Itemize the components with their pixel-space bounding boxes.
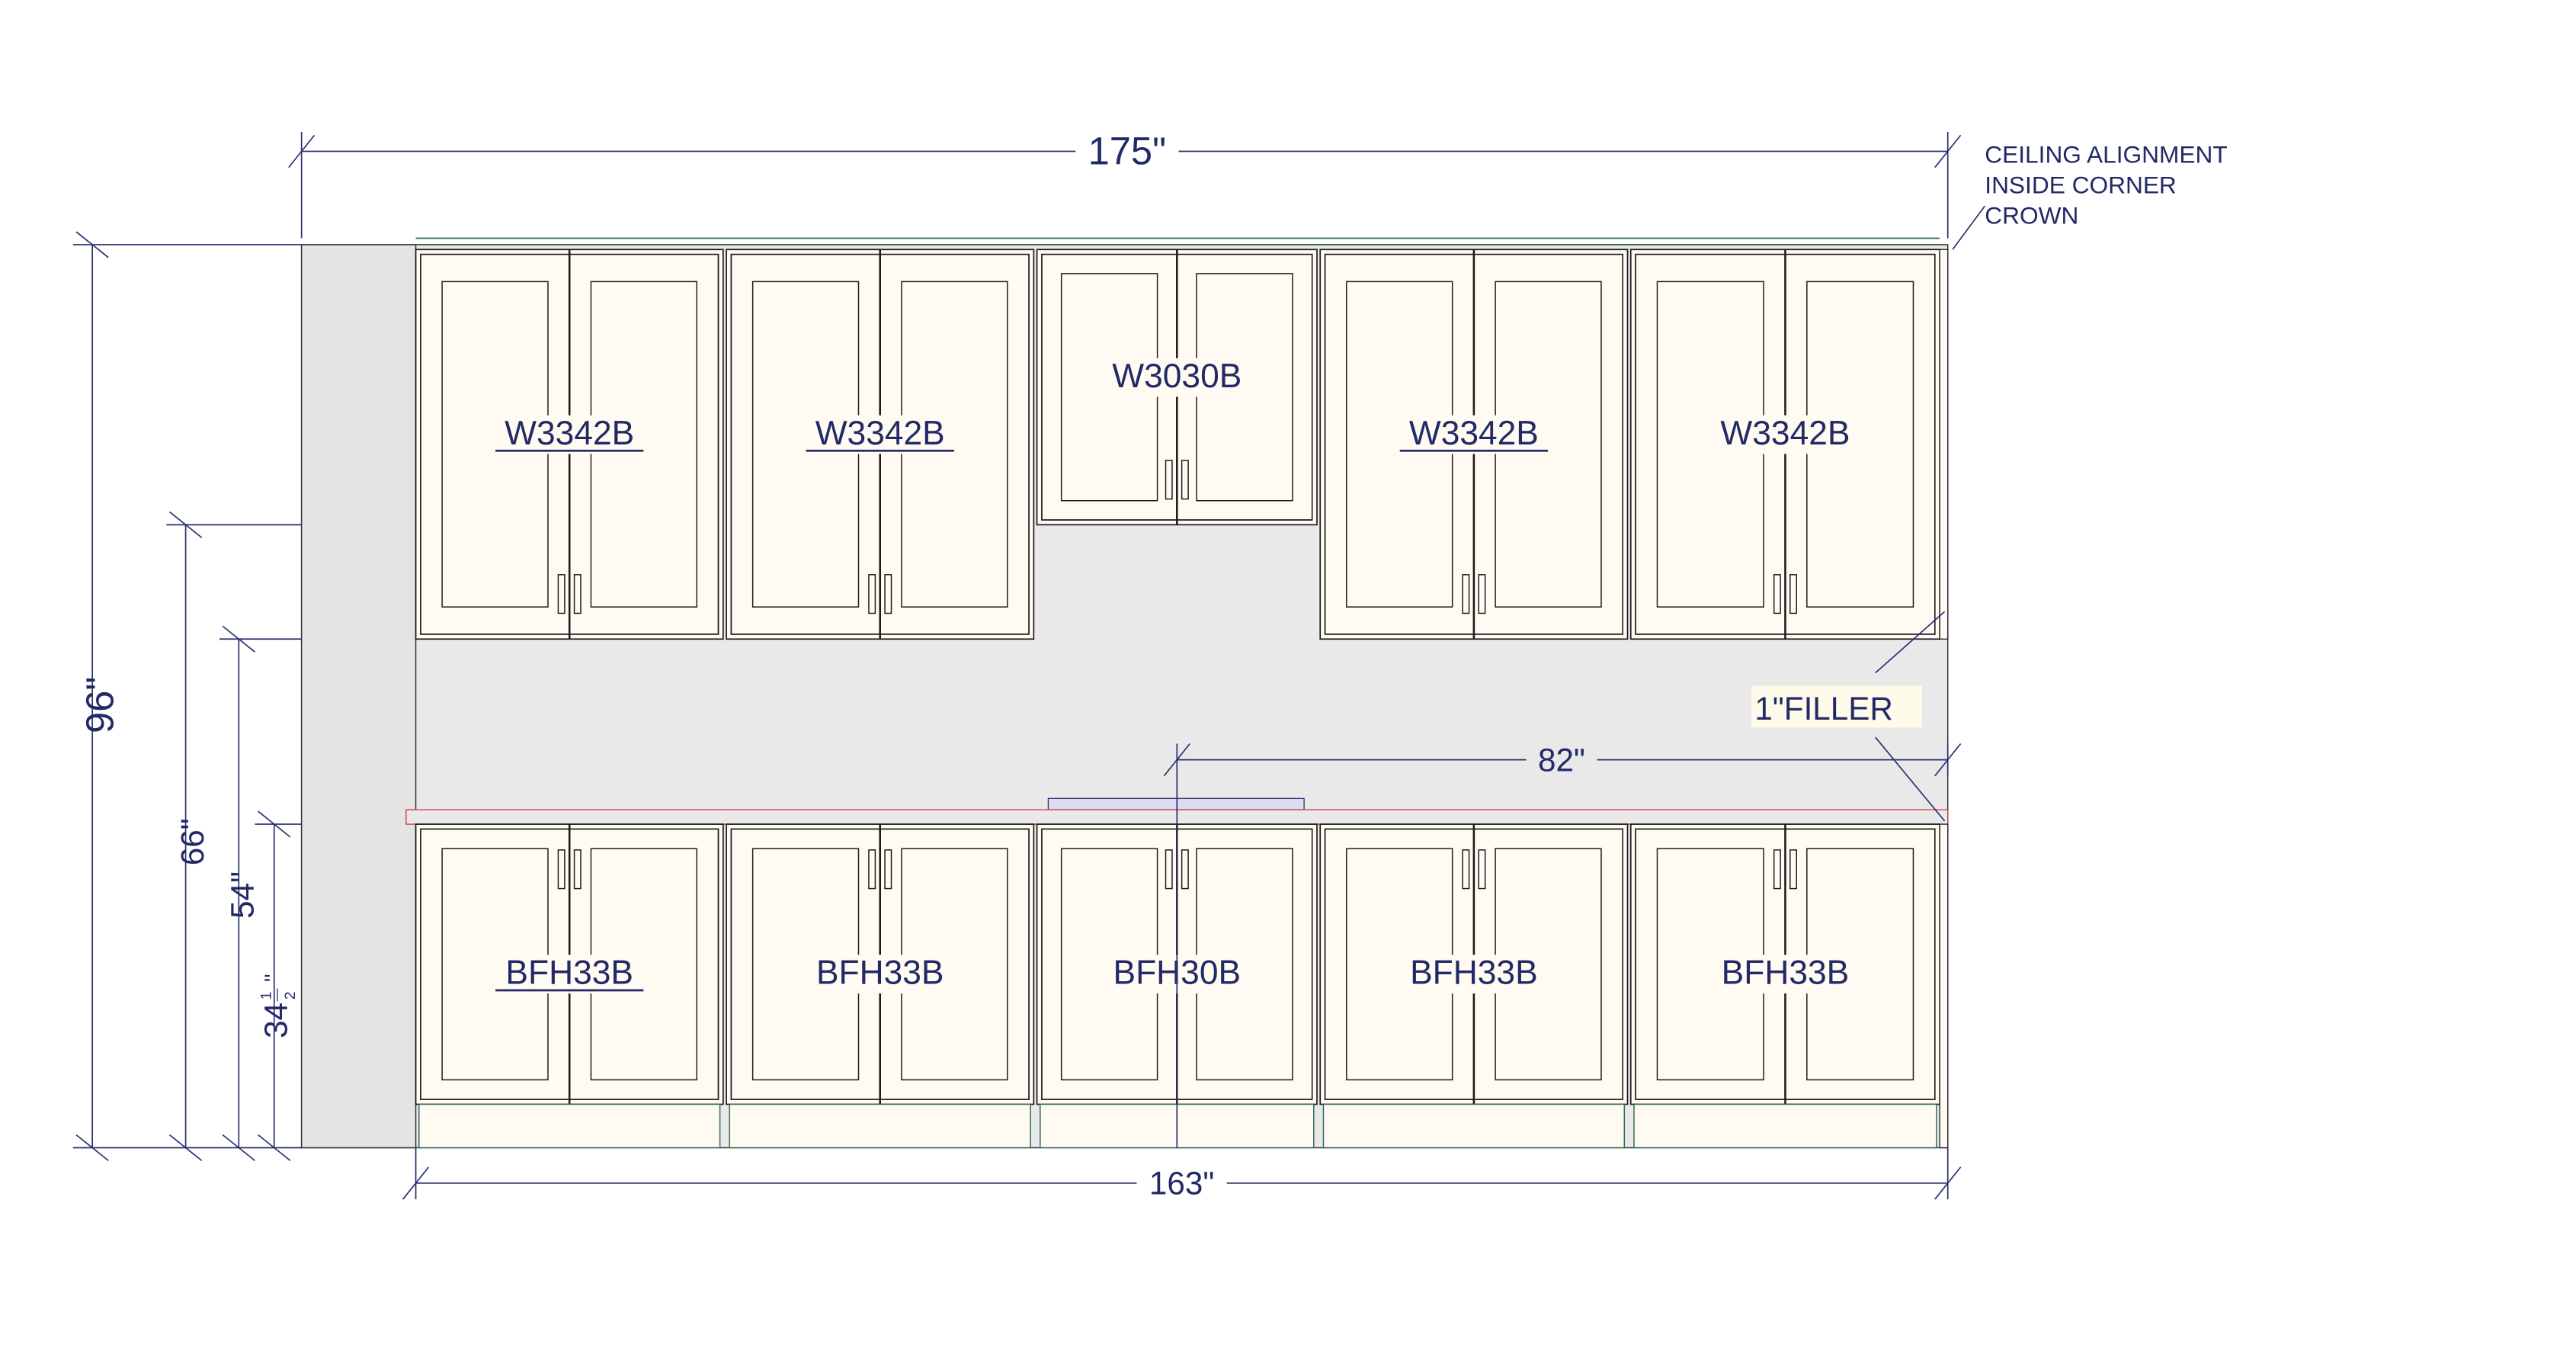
upper-cabinet-2[interactable]: W3342B [726,249,1035,640]
door-handle [573,574,582,614]
svg-text:CROWN: CROWN [1985,201,2078,229]
cabinet-label: W3342B [505,415,634,452]
base-cabinet-1[interactable]: BFH33B [415,823,724,1105]
dimension-label-54: 54" [224,871,260,919]
dimension-base-run: 163" [402,1147,1962,1201]
door-handle [1478,574,1486,614]
door-handle [868,574,876,614]
door-handle [868,849,876,890]
door-handle [557,849,566,890]
door-handle [1165,460,1173,500]
svg-text:1"FILLER: 1"FILLER [1754,691,1893,727]
left-wall-return [300,244,417,1149]
cabinet-label: BFH33B [1722,954,1850,992]
door-handle [1789,574,1797,614]
door-handle [1165,849,1173,890]
dimension-label-96: 96" [78,677,122,733]
svg-text:2: 2 [283,992,299,1000]
svg-text:CEILING ALIGNMENT: CEILING ALIGNMENT [1985,140,2227,168]
cabinet-label: BFH33B [816,954,944,992]
door-handle [1773,849,1781,890]
door-handle [1773,574,1781,614]
toe-kick [418,1103,721,1149]
door-handle [573,849,582,890]
upper-cabinets: W3342B W3342B W3030B W3342B W3342B [415,249,1949,640]
cabinet-label: W3342B [815,415,945,452]
door-handle [1462,849,1470,890]
upper-cabinet-1[interactable]: W3342B [415,249,724,640]
filler-strip [1939,249,1949,640]
filler-callout: 1"FILLER [1751,611,1946,822]
dimension-upper-run: 82" [1163,742,1962,1148]
door-handle [1462,574,1470,614]
dimension-label: 82" [1538,742,1585,778]
dimension-label: 175" [1088,129,1166,172]
toe-kick [729,1103,1031,1149]
svg-text:": " [261,974,286,983]
base-cabinet-4[interactable]: BFH33B [1319,823,1629,1105]
dimension-label-66: 66" [175,818,210,865]
upper-cabinet-4[interactable]: W3342B [1319,249,1629,640]
upper-cabinet-5[interactable]: W3342B [1629,249,1941,640]
base-cabinet-2[interactable]: BFH33B [726,823,1035,1105]
cabinet-label: BFH33B [1410,954,1538,992]
toe-kick [1633,1103,1937,1149]
svg-text:INSIDE CORNER: INSIDE CORNER [1985,171,2177,198]
cabinet-label: W3030B [1112,358,1242,395]
backsplash [1047,797,1305,810]
base-cabinet-5[interactable]: BFH33B [1629,823,1941,1105]
dimension-verticals: 96" 66" 54" 34 1 2 " [72,231,302,1162]
dimension-label: 163" [1149,1166,1214,1201]
dimension-overall-width: 175" [288,128,1962,239]
upper-cabinet-3[interactable]: W3030B [1036,249,1318,526]
door-handle [557,574,566,614]
toe-kick [1322,1103,1626,1149]
filler-strip [1939,823,1949,1149]
dimension-label-34-half: 34 1 2 " [258,974,300,1038]
door-handle [1478,849,1486,890]
crown-callout: CEILING ALIGNMENT INSIDE CORNER CROWN [1952,140,2228,250]
cabinet-label: BFH33B [505,954,633,992]
cabinet-label: W3342B [1409,415,1539,452]
door-handle [1789,849,1797,890]
door-handle [884,849,892,890]
cabinet-label: W3342B [1720,415,1850,452]
door-handle [1181,849,1189,890]
svg-text:34: 34 [258,1003,294,1038]
door-handle [884,574,892,614]
svg-text:1: 1 [259,992,275,1000]
door-handle [1181,460,1189,500]
